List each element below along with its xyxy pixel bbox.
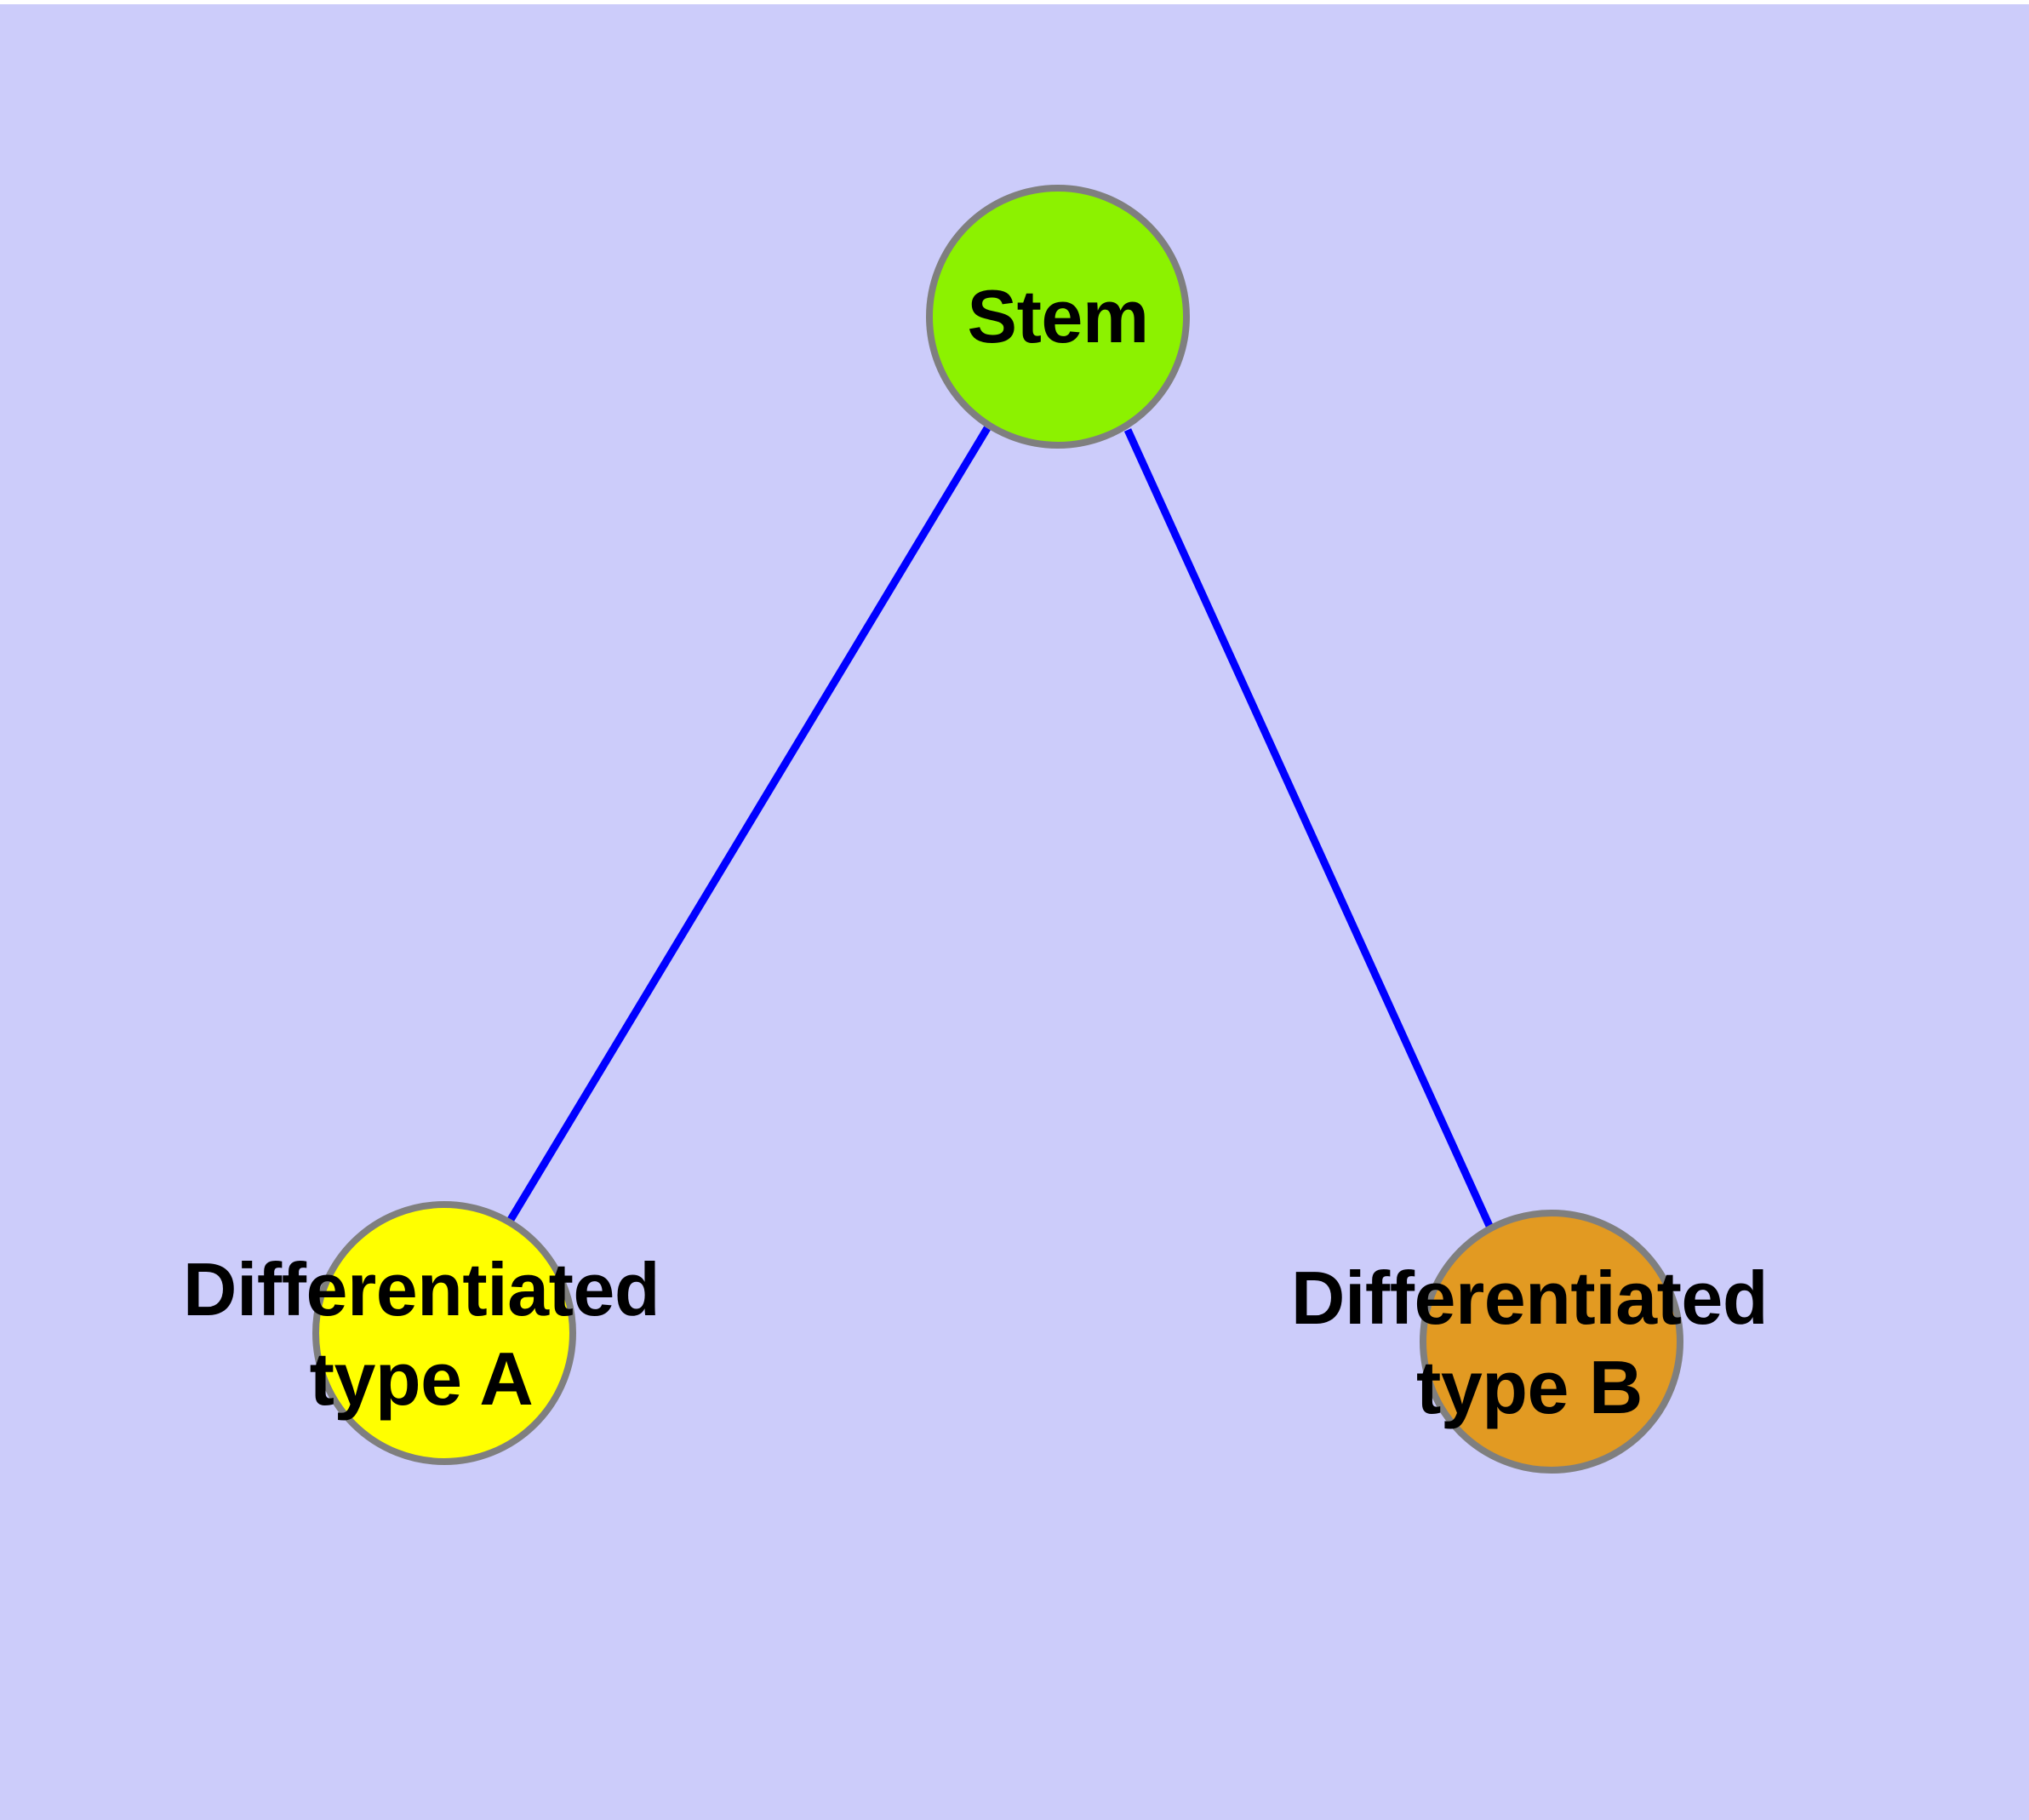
edge-stem-to-differentiated-type-b[interactable]: [1123, 428, 1494, 1228]
node-stem[interactable]: [926, 185, 1190, 449]
node-differentiated-type-b-label-line-1: Differentiated: [1290, 1256, 1769, 1340]
node-differentiated-type-b-label: Differentiated type B: [1189, 1253, 1870, 1432]
node-differentiated-type-b-label-line-2: type B: [1416, 1345, 1643, 1429]
node-differentiated-type-a-label: Differentiated type A: [81, 1245, 762, 1423]
node-differentiated-type-a-label-line-1: Differentiated: [182, 1247, 660, 1331]
edge-stem-to-differentiated-type-a[interactable]: [506, 426, 991, 1225]
node-differentiated-type-a-label-line-2: type A: [309, 1336, 534, 1421]
node-stem-label: Stem: [967, 274, 1149, 358]
node-differentiated-type-b[interactable]: [1420, 1210, 1683, 1474]
node-differentiated-type-a[interactable]: [312, 1201, 576, 1465]
